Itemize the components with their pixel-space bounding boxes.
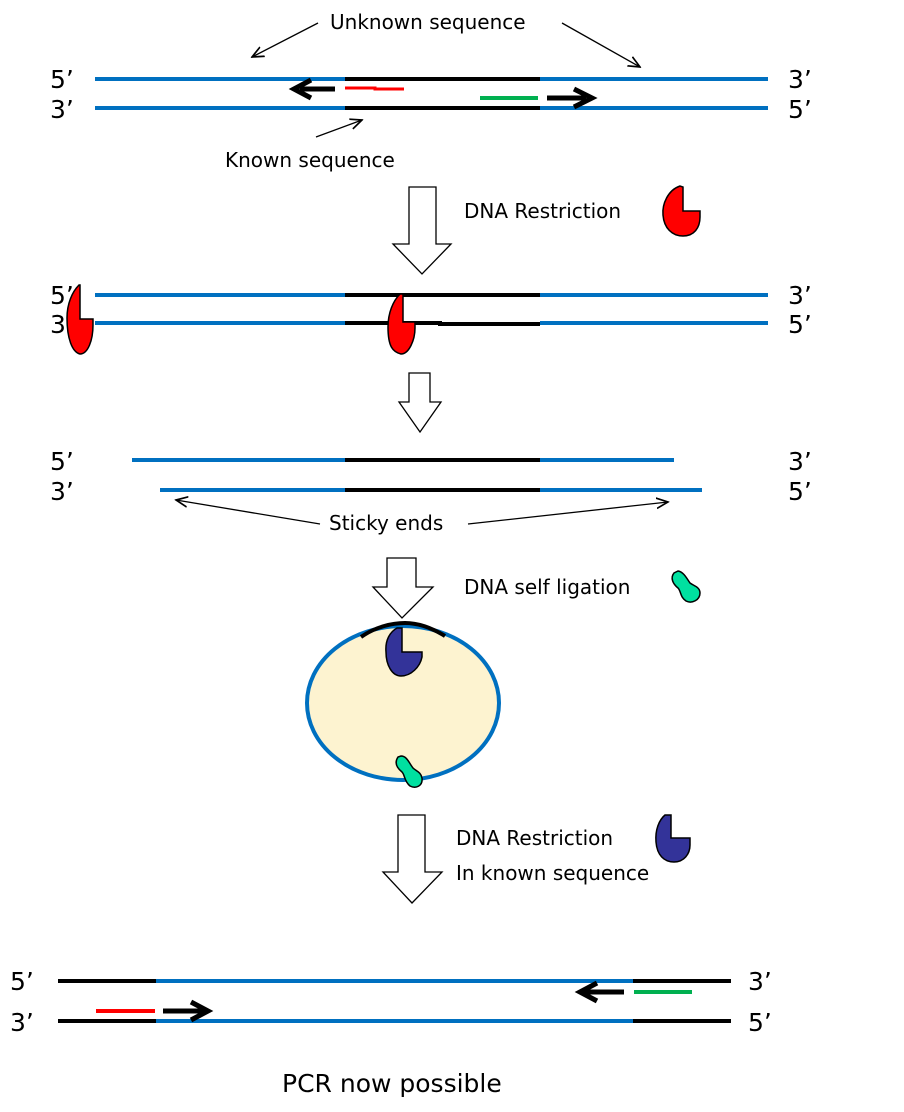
pointer-arrow-icon bbox=[252, 22, 319, 57]
label-3prime: 3’ bbox=[50, 477, 74, 506]
pointer-arrow-icon bbox=[176, 500, 321, 525]
stage-3-dna: 5’ 3’ 3’ 5’ Sticky ends bbox=[50, 447, 812, 535]
label-5prime: 5’ bbox=[50, 447, 74, 476]
circular-dna-ring bbox=[305, 624, 501, 782]
step-label-restriction: DNA Restriction bbox=[464, 199, 621, 223]
label-3prime: 3’ bbox=[50, 95, 74, 124]
label-5prime: 5’ bbox=[788, 477, 812, 506]
extension-arrow-left-icon bbox=[288, 77, 335, 101]
label-3prime: 3’ bbox=[10, 1008, 34, 1037]
process-arrow-icon bbox=[391, 186, 453, 275]
label-5prime: 5’ bbox=[748, 1008, 772, 1037]
restriction-enzyme-red-icon bbox=[387, 293, 416, 355]
extension-arrow-left-icon bbox=[574, 980, 624, 1004]
restriction-enzyme-blue-icon bbox=[385, 627, 423, 677]
restriction-enzyme-red-icon bbox=[662, 185, 701, 237]
process-arrow-icon bbox=[371, 557, 435, 619]
unknown-sequence-label: Unknown sequence bbox=[330, 10, 526, 34]
strand-segment bbox=[345, 321, 540, 326]
restriction-enzyme-blue-icon bbox=[655, 814, 691, 863]
sticky-ends-label: Sticky ends bbox=[329, 511, 443, 535]
stage-1-dna: 5’ 3’ 3’ 5’ Unknown sequence Known seque… bbox=[50, 10, 812, 172]
known-sequence-arc bbox=[359, 620, 447, 639]
pointer-arrow-icon bbox=[315, 120, 362, 138]
extension-arrow-right-icon bbox=[163, 999, 214, 1023]
label-5prime: 5’ bbox=[788, 95, 812, 124]
step-label-restriction-known-line2: In known sequence bbox=[456, 861, 649, 885]
known-sequence-label: Known sequence bbox=[225, 148, 395, 172]
label-5prime: 5’ bbox=[788, 310, 812, 339]
pointer-arrow-icon bbox=[467, 502, 668, 525]
ligase-green-icon bbox=[671, 570, 701, 603]
step-label-restriction-known-line1: DNA Restriction bbox=[456, 826, 613, 850]
step-label-ligation: DNA self ligation bbox=[464, 575, 630, 599]
circular-dna bbox=[305, 620, 501, 788]
process-arrow-icon bbox=[397, 372, 443, 434]
result-label: PCR now possible bbox=[282, 1069, 502, 1098]
primer-red bbox=[345, 86, 404, 91]
label-3prime: 3’ bbox=[788, 65, 812, 94]
ligase-green-icon bbox=[395, 755, 423, 788]
stage-2-dna: 5’ 3’ 3’ 5’ bbox=[50, 281, 812, 355]
restriction-enzyme-red-icon bbox=[66, 284, 94, 355]
process-arrow-icon bbox=[381, 814, 444, 904]
extension-arrow-right-icon bbox=[547, 86, 598, 110]
label-3prime: 3’ bbox=[748, 967, 772, 996]
label-5prime: 5’ bbox=[50, 281, 74, 310]
label-5prime: 5’ bbox=[50, 65, 74, 94]
pointer-arrow-icon bbox=[561, 22, 640, 67]
label-3prime: 3’ bbox=[788, 281, 812, 310]
stage-5-dna: 5’ 3’ 3’ 5’ PCR now possible bbox=[10, 967, 772, 1098]
label-5prime: 5’ bbox=[10, 967, 34, 996]
label-3prime: 3’ bbox=[788, 447, 812, 476]
